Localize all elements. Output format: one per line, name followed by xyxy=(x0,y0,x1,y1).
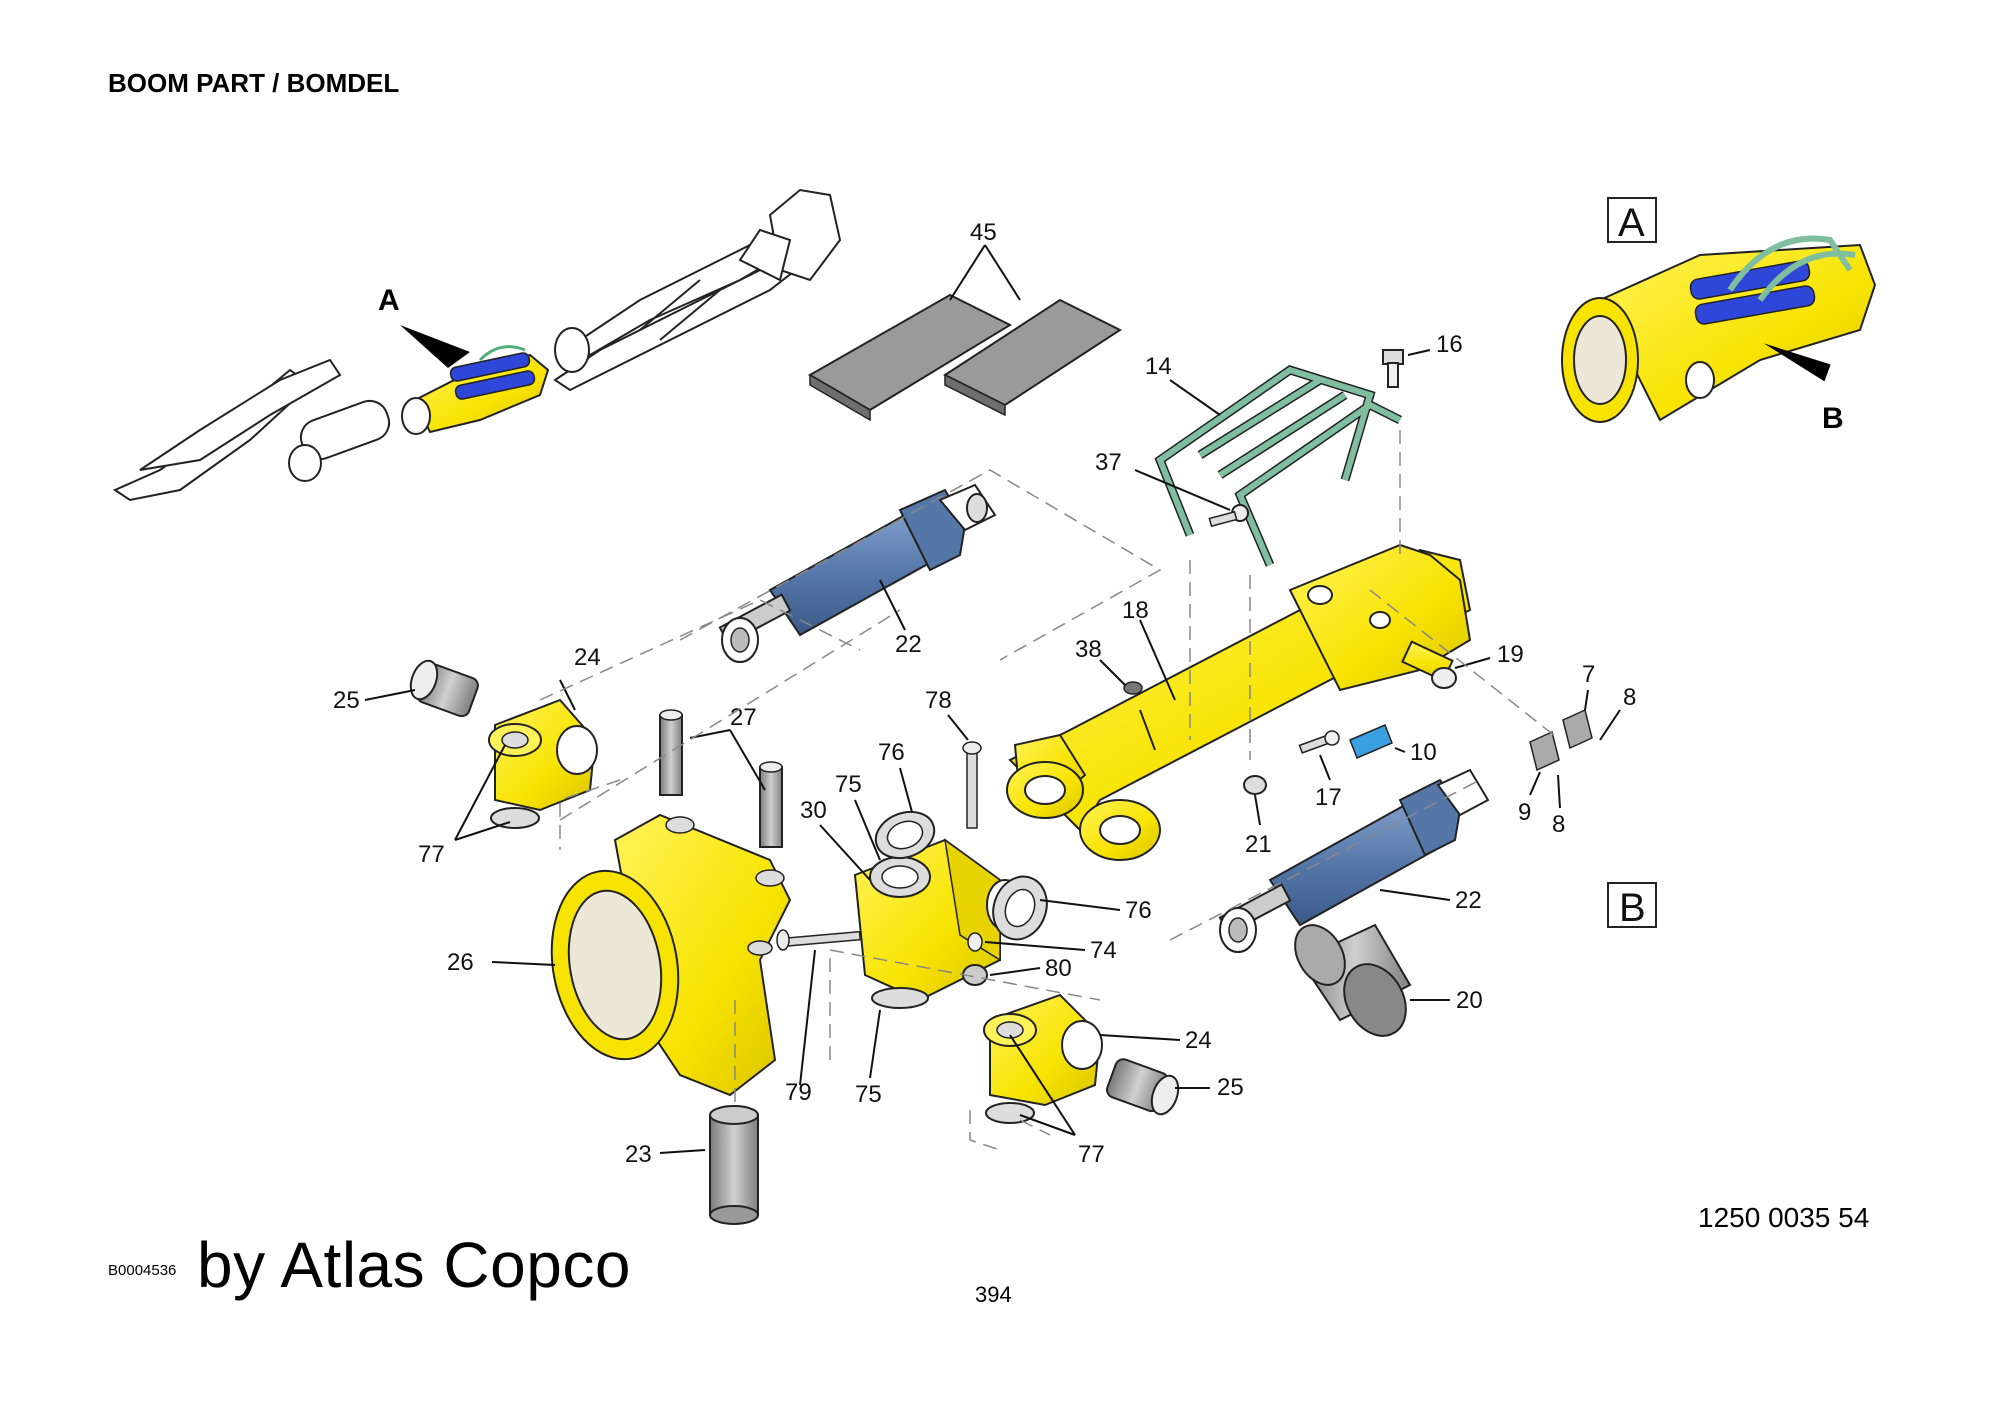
callout-14: 14 xyxy=(1145,353,1172,380)
callout-26: 26 xyxy=(447,949,474,976)
callout-22-right: 22 xyxy=(1455,887,1482,914)
boom-arm-18 xyxy=(1006,543,1472,861)
bolt-16 xyxy=(1382,349,1404,388)
page-number: 394 xyxy=(975,1282,1012,1307)
clevis-24-right xyxy=(983,993,1103,1124)
leader-14 xyxy=(1169,379,1221,416)
cover-plates-45 xyxy=(808,293,1123,422)
washer-75-bottom xyxy=(871,987,929,1009)
bushing-25-left xyxy=(409,659,479,718)
nut-21 xyxy=(1243,775,1267,795)
callout-45: 45 xyxy=(970,219,997,246)
arrow-b-label: B xyxy=(1822,402,1844,435)
callout-77-left: 77 xyxy=(418,841,445,868)
drawing-number: 1250 0035 54 xyxy=(1698,1202,1870,1233)
callout-80: 80 xyxy=(1045,955,1072,982)
callout-19: 19 xyxy=(1497,641,1524,668)
washer-76-right xyxy=(992,875,1048,941)
callout-79: 79 xyxy=(785,1079,812,1106)
callout-37: 37 xyxy=(1095,449,1122,476)
detail-view-a-assembly xyxy=(1561,235,1877,423)
leader-45 xyxy=(949,244,1021,301)
plate-9 xyxy=(1529,730,1560,772)
bolt-78 xyxy=(962,741,982,829)
view-b-box-label: B xyxy=(1619,886,1646,930)
clevis-24-left xyxy=(488,698,598,829)
pin-19 xyxy=(1401,640,1457,689)
callout-76-top: 76 xyxy=(878,739,905,766)
figure-id: B0004536 xyxy=(108,1262,177,1279)
pins-27 xyxy=(659,709,783,848)
arrow-a-pointer xyxy=(400,325,470,368)
boom-bracket-26 xyxy=(550,813,792,1097)
callout-74: 74 xyxy=(1090,937,1117,964)
bushing-25-right xyxy=(1106,1058,1180,1116)
callout-75-top: 75 xyxy=(835,771,862,798)
overview-rig-illustration xyxy=(112,188,842,502)
view-a-box-label: A xyxy=(1618,201,1645,245)
callout-27: 27 xyxy=(730,704,757,731)
callout-16: 16 xyxy=(1436,331,1463,358)
callout-20: 20 xyxy=(1456,987,1483,1014)
page-title: BOOM PART / BOMDEL xyxy=(108,68,400,98)
callout-78: 78 xyxy=(925,687,952,714)
bolt-37 xyxy=(1208,504,1249,528)
pin-20 xyxy=(1294,923,1412,1037)
callout-25-left: 25 xyxy=(333,687,360,714)
assembly-guide-lines xyxy=(539,430,1561,1151)
credit-watermark: by Atlas Copco xyxy=(197,1229,631,1301)
callout-8-top: 8 xyxy=(1623,684,1636,711)
overview-highlighted-boom-section xyxy=(401,345,550,435)
callout-77-bottom: 77 xyxy=(1078,1141,1105,1168)
callout-24-right: 24 xyxy=(1185,1027,1212,1054)
callout-22-top: 22 xyxy=(895,631,922,658)
callout-9: 9 xyxy=(1518,799,1531,826)
hydraulic-cylinder-22-upper xyxy=(718,483,997,663)
callout-76-right: 76 xyxy=(1125,897,1152,924)
view-a-box xyxy=(1607,197,1657,243)
callout-75-bottom: 75 xyxy=(855,1081,882,1108)
bolt-79 xyxy=(776,929,862,951)
view-b-box xyxy=(1607,882,1657,928)
callout-38: 38 xyxy=(1075,636,1102,663)
callout-18: 18 xyxy=(1122,597,1149,624)
callout-7: 7 xyxy=(1582,661,1595,688)
callout-23: 23 xyxy=(625,1141,652,1168)
callout-17: 17 xyxy=(1315,784,1342,811)
screw-17 xyxy=(1298,730,1340,754)
arrow-a-label: A xyxy=(378,284,400,317)
callout-25-right: 25 xyxy=(1217,1074,1244,1101)
arrow-b-pointer xyxy=(1763,343,1831,382)
screw-74 xyxy=(967,932,983,952)
callout-24-left: 24 xyxy=(574,644,601,671)
callout-30: 30 xyxy=(800,797,827,824)
callout-21: 21 xyxy=(1245,831,1272,858)
washer-75-top xyxy=(869,856,931,898)
callout-8-bottom: 8 xyxy=(1552,811,1565,838)
pin-23 xyxy=(709,1105,759,1225)
callout-10: 10 xyxy=(1410,739,1437,766)
decal-10 xyxy=(1349,724,1393,759)
plate-7 xyxy=(1562,708,1593,750)
plug-38 xyxy=(1123,681,1143,695)
washer-76-top xyxy=(874,810,936,860)
